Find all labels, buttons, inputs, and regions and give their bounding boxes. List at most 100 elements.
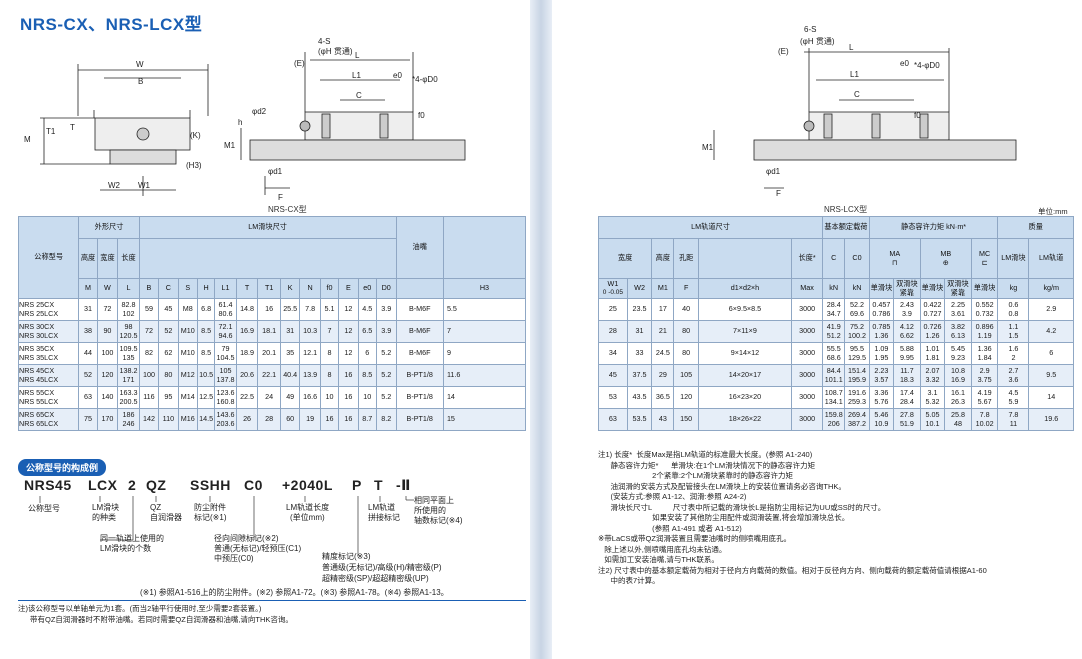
cell-m1: 43: [651, 408, 675, 431]
cell-t1: 16: [257, 298, 281, 321]
cell-max: 3000: [791, 342, 824, 365]
cell-f0: 16: [319, 408, 340, 431]
cell-s: M14: [177, 386, 198, 409]
th-rsub-1: M1: [651, 278, 675, 299]
cell-d0: 5.2: [375, 386, 397, 409]
code-p: P: [352, 477, 362, 493]
th-rsub-7: 单滑块: [868, 278, 895, 299]
th-sub-w: W: [96, 278, 119, 299]
cell-n: B-M6F: [395, 320, 444, 343]
cell-w1: 63: [598, 408, 628, 431]
cell-d0: 3.9: [375, 298, 397, 321]
cell-w2: 37.5: [626, 364, 653, 387]
cell-e0: 8.5: [357, 364, 377, 387]
lbl-qz2: 自润滑器: [150, 513, 182, 522]
cell-h3: 15: [442, 408, 527, 431]
r-dim-f0: f0: [914, 111, 921, 120]
cell-f0: 7: [319, 320, 340, 343]
cell-w: 90: [96, 320, 119, 343]
cell-m: 31: [78, 298, 98, 321]
cell-w1: 34: [598, 342, 628, 365]
cell-t1: 24: [257, 386, 281, 409]
cell-n: 16.6: [299, 386, 321, 409]
lbl-clr1: 径向间隙标记(※2): [214, 534, 279, 543]
cell-t1: 20.1: [257, 342, 281, 365]
cell-h: 12.5: [196, 386, 216, 409]
right-note-1: 注1) 长度* 长度Max是指LM轨道的标准最大长度。(参照 A1-240): [598, 450, 813, 459]
cell-k: 25.5: [279, 298, 301, 321]
code-qz: QZ: [146, 477, 167, 493]
th-sub-m: M: [78, 278, 98, 299]
lbl-acc3: 超精密级(SP)/超超精密级(UP): [322, 574, 429, 583]
right-note-12: 注2) 尺寸表中的基本额定载荷为相对于径向方向载荷的数值。相对于反径向方向、侧向…: [598, 565, 987, 575]
dim-m: M: [24, 135, 31, 144]
th-sub-d0: D0: [375, 278, 397, 299]
page-gutter: [530, 0, 552, 659]
dim-h: h: [238, 118, 242, 127]
th-sub-s: S: [177, 278, 198, 299]
th-outer: 外形尺寸: [78, 216, 140, 239]
cell-d: 14×20×17: [697, 364, 793, 387]
cell-m: 52: [78, 364, 98, 387]
cell-h3: 5.5: [442, 298, 527, 321]
cell-w2: 31: [626, 320, 653, 343]
lbl-clr2: 普通(无标记)/轻预压(C1): [214, 544, 302, 553]
dim-h3: (H3): [186, 161, 202, 170]
th-sub-b: B: [138, 278, 160, 299]
dim-e: (E): [294, 59, 305, 68]
lbl-raillen2: (单位mm): [290, 513, 325, 522]
th-sub-l1: L1: [214, 278, 237, 299]
unit-label: 单位:mm: [1038, 207, 1068, 216]
cell-c: 110: [158, 408, 179, 431]
th-sub-c: C: [158, 278, 179, 299]
lbl-kind2: 的种类: [92, 513, 116, 522]
cell-n: B-PT1/8: [395, 364, 444, 387]
cell-f: 150: [673, 408, 699, 431]
right-drawing: 6-S (φH 贯通) (E) L L1 C e0 *4-φD0 M1 f0 φ…: [702, 25, 1017, 198]
cell-b: 82: [138, 342, 160, 365]
cell-t1: 18.1: [257, 320, 281, 343]
r-dim-d1: φd1: [766, 167, 781, 176]
dim-e0: e0: [393, 71, 402, 80]
cell-k: 40.4: [279, 364, 301, 387]
cell-m1: 21: [651, 320, 675, 343]
cell-d: 18×26×22: [697, 408, 793, 431]
th-rsub-12: kg: [997, 278, 1030, 299]
r-dim-f: F: [776, 189, 781, 198]
mc-icon: ⊏: [981, 257, 988, 267]
code-t: T: [374, 477, 384, 493]
cell-h3: 11.6: [442, 364, 527, 387]
code-length: +2040L: [282, 477, 333, 493]
cell-w1: 45: [598, 364, 628, 387]
cell-n: B-PT1/8: [395, 408, 444, 431]
cell-w: 170: [96, 408, 119, 431]
cell-k: 31: [279, 320, 301, 343]
cell-e: 16: [338, 386, 359, 409]
r-dim-hthru: (φH 贯通): [800, 36, 835, 46]
code-lcx: LCX: [88, 477, 118, 493]
cell-f0: 10: [319, 386, 340, 409]
ma-icon: ⊓: [891, 257, 898, 267]
